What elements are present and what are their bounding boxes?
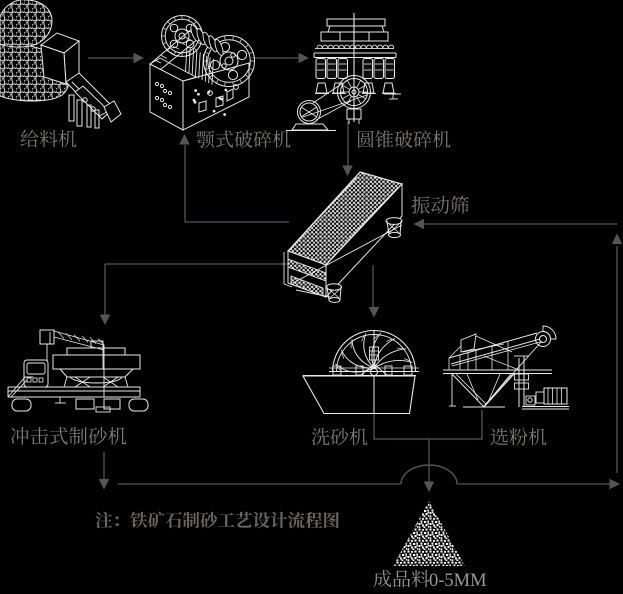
svg-text:0-5MM: 0-5MM: [429, 571, 487, 589]
